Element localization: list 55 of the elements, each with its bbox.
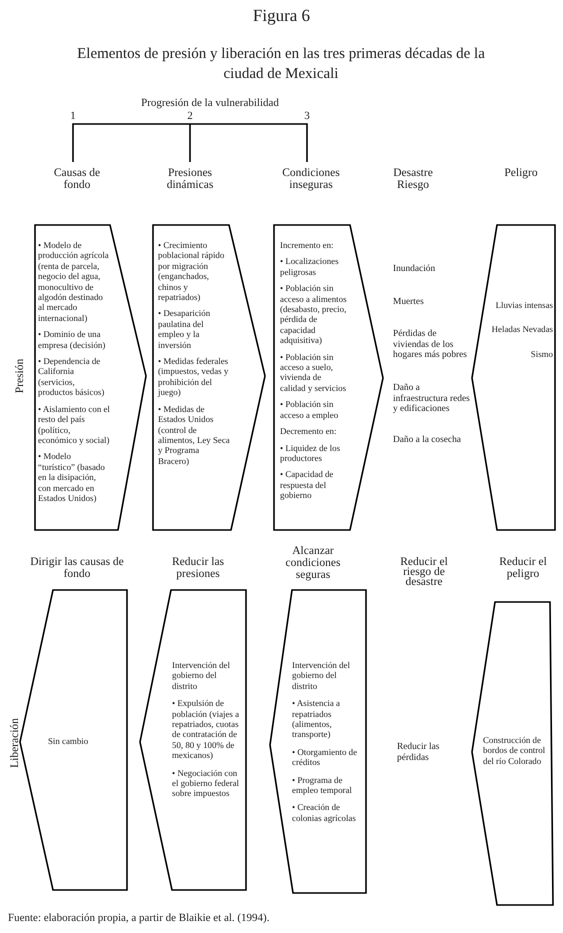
node-text: • Población sin acceso a empleo	[280, 399, 340, 420]
node-text: • Población sin acceso a suelo, vivienda de calidad y servicios	[280, 352, 348, 394]
column-heading: Desastre Riesgo	[392, 167, 434, 191]
node-text: • Otorgamiento de créditos	[292, 746, 358, 768]
node-text: Intervención del gobierno del distrito	[292, 660, 351, 692]
node-text: • Desaparición paulatina del empleo y la inversión	[158, 308, 212, 350]
label-text: Daño a la cosecha	[393, 435, 462, 446]
node-text: Sin cambio	[48, 736, 90, 746]
node-text: Decremento en:	[280, 426, 338, 436]
node-text: • Crecimiento poblacional rápido por migración (enganchados, chinos y repatriados)	[158, 240, 226, 302]
label-text: Reducir las pérdidas	[397, 742, 440, 764]
row-label: Liberación	[9, 717, 21, 770]
label-text: Inundación	[393, 264, 436, 275]
node-text: Heladas Nevadas	[490, 324, 553, 335]
label-text: Daño a infraestructura redes y edificaciones	[393, 383, 471, 415]
column-heading: Peligro	[503, 167, 539, 179]
label-text: Pérdidas de viviendas de los hogares más pobres	[393, 329, 468, 361]
column-heading: Causas de fondo	[52, 167, 102, 191]
node-text: • Dependencia de California (servicios, productos básicos)	[38, 356, 106, 398]
axis-label: Progresión de la vulnerabilidad	[140, 97, 280, 109]
figure-subtitle: Elementos de presión y liberación en las tres primeras décadas de la ciudad de Mexicali	[76, 45, 486, 84]
node-text: • Asistencia a repatriados (alimentos, transporte)	[292, 698, 341, 740]
figure-title: Figura 6	[252, 6, 312, 26]
row-label: Presión	[14, 358, 26, 396]
column-heading: Reducir el riesgo de desastre	[399, 557, 449, 587]
step-number: 2	[186, 110, 194, 122]
node-text: Intervención del gobierno del distrito	[172, 660, 231, 692]
column-heading: Reducir las presiones	[170, 556, 226, 580]
node-text: • Liquidez de los productores	[280, 442, 342, 464]
node-text: Construcción de bordos de control del río Colorado	[483, 735, 546, 766]
node-text: • Medidas federales (impuestos, vedas y prohibición del juego)	[158, 356, 230, 398]
node-text: • Medidas de Estados Unidos (control de alimentos, Ley Seca y Programa Bracero)	[158, 404, 230, 466]
source-note: Fuente: elaboración propia, a partir de Blaikie et al. (1994).	[8, 912, 270, 924]
step-number: 3	[303, 110, 311, 122]
column-heading: Alcanzar condiciones seguras	[284, 545, 342, 581]
node-text: Sismo	[530, 348, 553, 360]
node-text: • Población sin acceso a alimentos (desabasto, precio, pérdida de capacidad adquisitiva)	[280, 283, 348, 346]
node-text: • Modelo de producción agrícola (renta de parcela, negocio del agua, monocultivo de algodón destinado al mercado internacional)	[38, 240, 110, 324]
node-text: • Programa de empleo temporal	[292, 774, 353, 796]
node-text: • Dominio de una empresa (decisión)	[38, 329, 106, 350]
node-text: • Modelo “turístico” (basado en la disipación, con mercado en Estados Unidos)	[38, 451, 106, 504]
node-text: • Creación de colonias agrícolas	[292, 802, 357, 824]
node-text: • Localizaciones peligrosas	[280, 256, 340, 278]
node-text: • Aislamiento con el resto del país (político, económico y social)	[38, 404, 110, 446]
column-heading: Dirigir las causas de fondo	[30, 556, 124, 580]
column-heading: Reducir el peligro	[498, 556, 548, 580]
step-number: 1	[69, 110, 77, 122]
node-text: Lluvias intensas	[494, 300, 553, 310]
label-text: Muertes	[393, 297, 425, 308]
node-text: • Expulsión de población (viajes a repatriados, cuotas de contratación de 50, 80 y 100% de mexicanos)	[172, 698, 240, 761]
column-heading: Presiones dinámicas	[166, 167, 214, 191]
node-text: Incremento en:	[280, 240, 334, 250]
node-text: • Capacidad de respuesta del gobierno	[280, 469, 334, 501]
column-heading: Condiciones inseguras	[281, 167, 341, 191]
node-text: • Negociación con el gobierno federal sobre impuestos	[172, 768, 240, 799]
